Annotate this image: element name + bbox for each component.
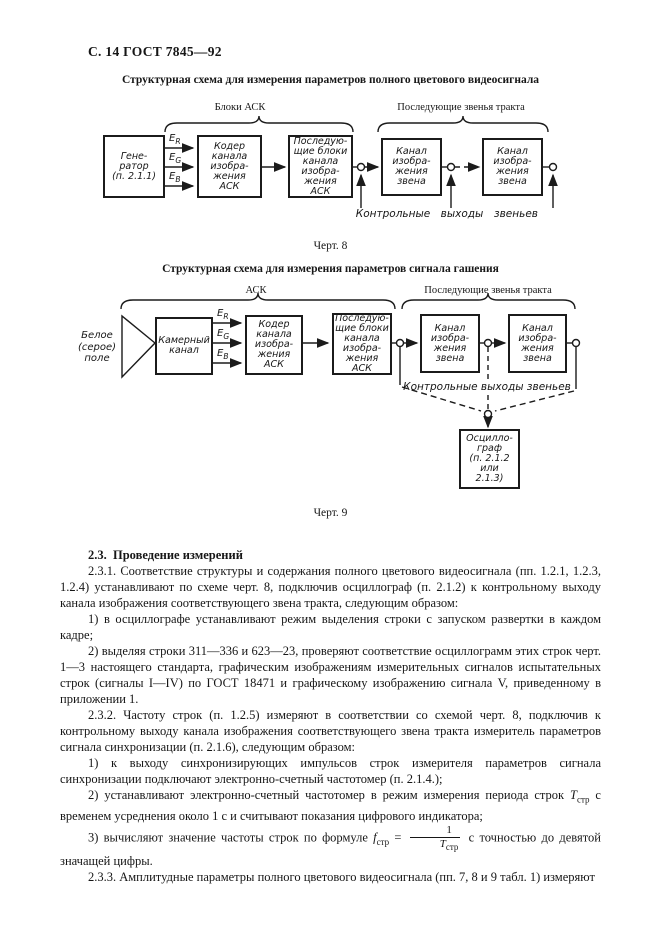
item2-text-post: с временем усреднения около 1 с и считыв… xyxy=(60,788,601,823)
paragraph-2-3-3: 2.3.3. Амплитудные параметры полного цве… xyxy=(88,869,595,884)
fig9-brace-ask-label: АСК xyxy=(245,285,267,296)
fig9-oscilloscope-block: Осцилло- граф (п. 2.1.2 или 2.1.3) xyxy=(459,429,520,489)
fig8-signal-eg: ЕG xyxy=(169,152,182,165)
paragraph-2-3-1-item1: 1) в осциллографе устанавливают режим вы… xyxy=(60,612,601,642)
fig9-connectors xyxy=(213,318,577,429)
fig9-title: Структурная схема для измерения параметр… xyxy=(162,263,499,275)
fig8-outputs-word1: Контрольные xyxy=(355,208,431,220)
fig9-subsequent-block: Последую- щие блоки канала изобра- жения… xyxy=(332,313,392,375)
fig9-camera-block: Камерный канал xyxy=(155,317,213,375)
frequency-symbol: f xyxy=(373,829,377,844)
fig8-connectors xyxy=(165,143,558,208)
fig8-diagram: Блоки АСК Последующие звенья тракта Гене… xyxy=(0,96,661,228)
fraction-denominator: Тстр xyxy=(439,837,459,852)
fig8-test-points xyxy=(356,162,558,172)
period-symbol: Т xyxy=(570,788,577,802)
fig9-caption: Черт. 9 xyxy=(313,507,348,519)
section-heading-title: Проведение измерений xyxy=(113,548,243,562)
fig9-white-field-label: Белое (серое) поле xyxy=(77,330,117,364)
fig8-brace-ask-label: Блоки АСК xyxy=(214,102,266,113)
fig9-lines xyxy=(120,292,581,429)
section-heading: 2.3. Проведение измерений xyxy=(60,547,601,563)
paragraph-2-3-1-item2: 2) выделяя строки 311—336 и 623—23, пров… xyxy=(60,644,601,706)
fig8-brace-tract-label: Последующие звенья тракта xyxy=(397,102,525,113)
fig9-coder-block: Кодер канала изобра- жения АСК xyxy=(245,315,303,375)
fig9-outputs-label: Контрольные выходы звеньев xyxy=(403,381,571,393)
fig8-signal-er: ЕR xyxy=(169,133,181,146)
fig9-signal-er: ЕR xyxy=(217,308,229,321)
paragraph-2-3-2-item2: 2) устанавливают электронно-счетный част… xyxy=(60,787,601,824)
paragraph-2-3-2-item1: 1) к выходу синхронизирующих импульсов с… xyxy=(60,756,601,786)
fig9-brace-tract-label: Последующие звенья тракта xyxy=(424,285,552,296)
fig8-coder-block: Кодер канала изобра- жения АСК xyxy=(197,135,262,198)
frequency-symbol-sub: стр xyxy=(376,836,390,847)
fig8-generator-block: Гене- ратор (п. 2.1.1) xyxy=(103,135,165,198)
fraction-numerator: 1 xyxy=(409,824,461,838)
item3-text-post: с точностью до девятой значащей цифры. xyxy=(60,829,601,868)
measurements-section: 2.3. Проведение измерений 2.3.1. Соответ… xyxy=(60,547,601,885)
item3-text-pre: 3) вычисляют значение частоты строк по ф… xyxy=(88,829,374,844)
equals-sign: = xyxy=(394,829,402,844)
page-header: С. 14 ГОСТ 7845—92 xyxy=(88,44,222,59)
fig9-braces xyxy=(120,292,576,310)
fig8-channel1-block: Канал изобра- жения звена xyxy=(381,138,442,196)
fig9-test-points xyxy=(395,338,581,419)
fig8-caption: Черт. 8 xyxy=(313,240,348,252)
fig8-lines xyxy=(164,115,558,208)
fig8-signal-eb: ЕB xyxy=(169,171,181,184)
fig8-braces xyxy=(164,115,549,133)
fig8-title: Структурная схема для измерения параметр… xyxy=(121,74,540,86)
fig8-channel2-block: Канал изобра- жения звена xyxy=(482,138,543,196)
fig9-channel1-block: Канал изобра- жения звена xyxy=(420,314,480,373)
paragraph-2-3-2: 2.3.2. Частоту строк (п. 1.2.5) измеряют… xyxy=(60,708,601,754)
fig8-outputs-word3: звеньев xyxy=(494,208,538,220)
paragraph-2-3-1: 2.3.1. Соответствие структуры и содержан… xyxy=(60,564,601,610)
fig9-light-triangle xyxy=(121,314,157,379)
fig9-signal-eb: ЕB xyxy=(217,348,229,361)
fig9-channel2-block: Канал изобра- жения звена xyxy=(508,314,567,373)
fig9-signal-eg: ЕG xyxy=(217,328,230,341)
fig8-subsequent-block: Последую- щие блоки канала изобра- жения… xyxy=(288,135,353,198)
item2-text-pre: 2) устанавливают электронно-счетный част… xyxy=(88,788,570,802)
fig9-diagram: АСК Последующие звенья тракта Белое (сер… xyxy=(0,285,661,500)
paragraph-2-3-2-item3: 3) вычисляют значение частоты строк по ф… xyxy=(60,824,601,869)
fig8-outputs-word2: выходы xyxy=(440,208,484,220)
period-symbol-sub: стр xyxy=(576,794,590,805)
section-heading-number: 2.3. xyxy=(88,548,107,562)
